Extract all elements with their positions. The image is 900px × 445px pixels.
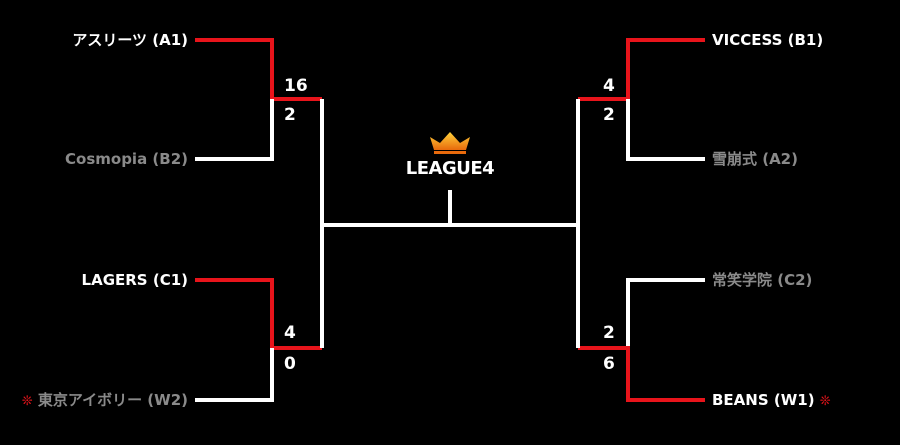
score-left-m1-top: 16 xyxy=(284,76,308,96)
score-right-m2-top: 2 xyxy=(603,323,615,343)
bracket-line-right-m1-top xyxy=(578,38,705,101)
tournament-title: LEAGUE4 xyxy=(405,158,495,179)
team-name: 東京アイボリー (W2) xyxy=(37,391,188,409)
bracket-line-left-m2-bottom xyxy=(195,348,274,402)
score-right-m1-top: 4 xyxy=(603,76,615,96)
bracket-line-right-m1-bottom xyxy=(626,99,705,161)
bracket-line-left-m1-bottom xyxy=(195,99,274,161)
crown-icon xyxy=(430,132,470,154)
team-name: BEANS (W1) xyxy=(712,391,815,409)
team-right-m1-top: VICCESS (B1) xyxy=(712,31,823,49)
team-name: Cosmopia (B2) xyxy=(65,150,188,168)
team-left-m2-bottom: ❊ 東京アイボリー (W2) xyxy=(22,391,188,411)
team-right-m1-bottom: 雪崩式 (A2) xyxy=(712,150,798,168)
bracket-line-left-m2-top xyxy=(195,278,322,350)
score-left-m1-bottom: 2 xyxy=(284,105,296,125)
team-name: 雪崩式 (A2) xyxy=(712,150,798,168)
team-name: VICCESS (B1) xyxy=(712,31,824,49)
score-right-m2-bottom: 6 xyxy=(603,354,615,374)
bracket-line-right-m2-top xyxy=(626,278,705,348)
team-left-m1-bottom: Cosmopia (B2) xyxy=(65,150,188,168)
team-left-m1-top: アスリーツ (A1) xyxy=(72,31,188,49)
asterisk-mark-icon: ❊ xyxy=(21,394,33,409)
team-name: 常笑学院 (C2) xyxy=(712,271,813,289)
team-left-m2-top: LAGERS (C1) xyxy=(82,271,188,289)
asterisk-mark-icon: ❊ xyxy=(819,394,831,409)
team-name: アスリーツ (A1) xyxy=(72,31,188,49)
score-left-m2-bottom: 0 xyxy=(284,354,296,374)
score-left-m2-top: 4 xyxy=(284,323,296,343)
team-right-m2-top: 常笑学院 (C2) xyxy=(712,271,812,289)
team-right-m2-bottom: BEANS (W1) ❊ xyxy=(712,391,831,411)
bracket-line-left-m1-top xyxy=(195,38,322,101)
score-right-m1-bottom: 2 xyxy=(603,105,615,125)
team-name: LAGERS (C1) xyxy=(81,271,188,289)
bracket-line-right-m2-bottom xyxy=(578,346,705,402)
